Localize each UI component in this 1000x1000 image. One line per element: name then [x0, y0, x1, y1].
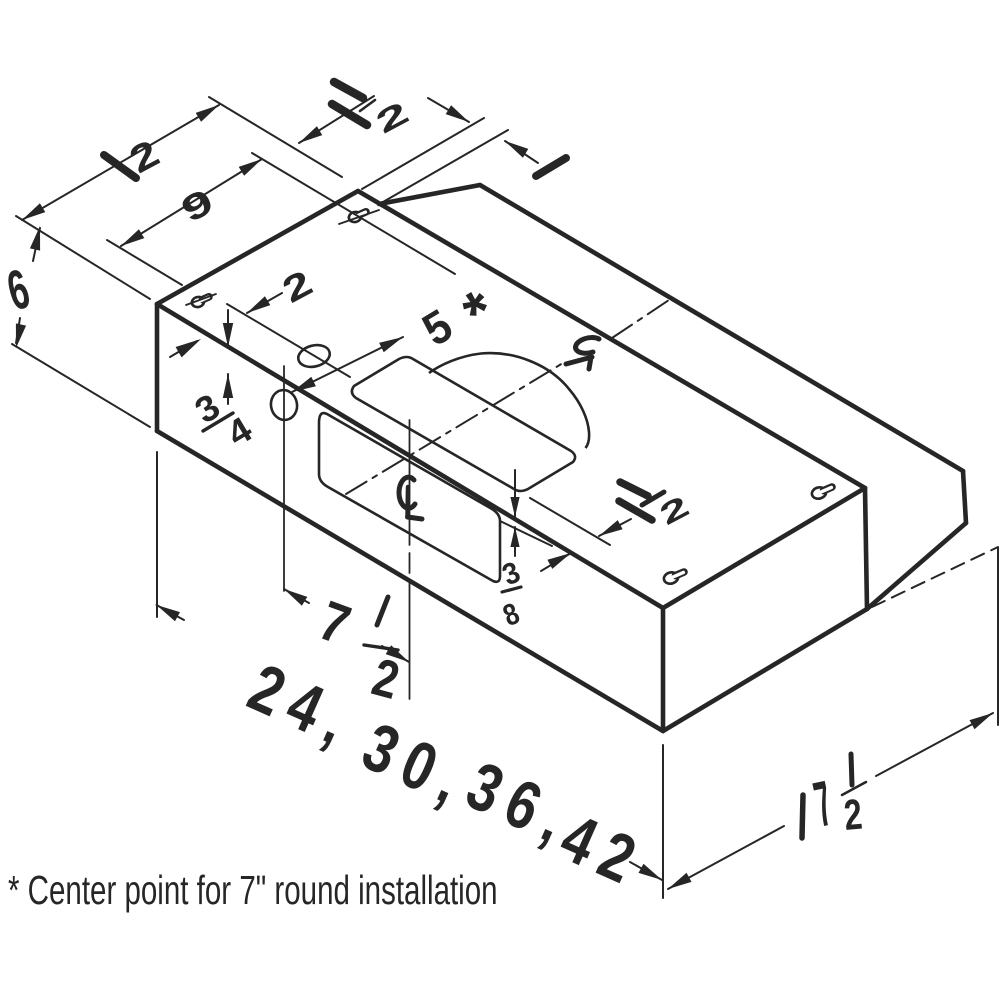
svg-text:* Center point for 7" round in: * Center point for 7" round installation: [8, 867, 498, 913]
svg-text:2: 2: [842, 791, 864, 840]
